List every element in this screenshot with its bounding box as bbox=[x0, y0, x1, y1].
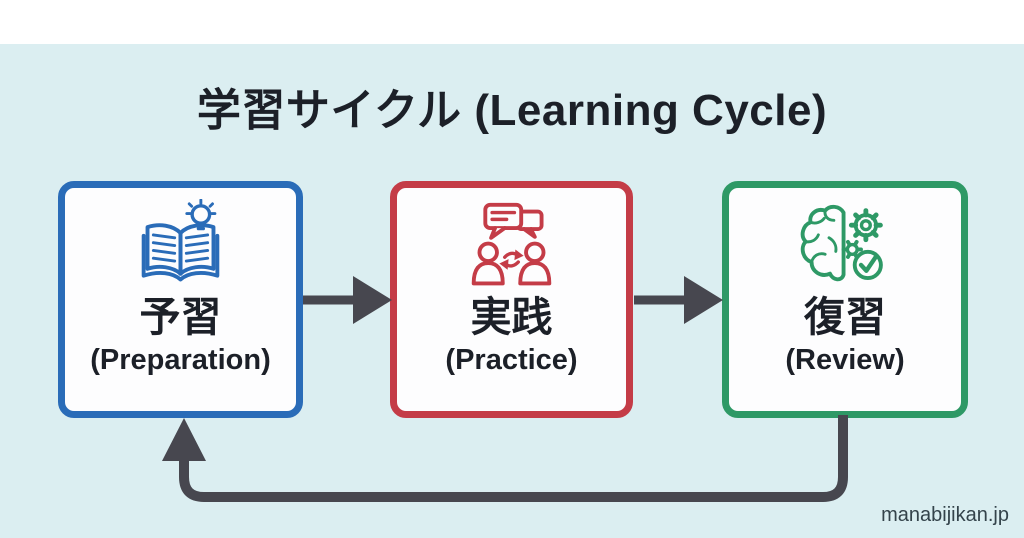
step-english-label: (Preparation) bbox=[90, 344, 271, 377]
page-title: 学習サイクル (Learning Cycle) bbox=[196, 86, 828, 135]
watermark-text: manabijikan.jp bbox=[881, 504, 1009, 526]
step-box-review: 復習 (Review) bbox=[722, 181, 968, 418]
step-english-label: (Review) bbox=[785, 344, 905, 377]
arrow-preparation-to-practice bbox=[301, 270, 393, 330]
discussion-swap-icon bbox=[463, 199, 560, 296]
book-lightbulb-icon bbox=[132, 199, 229, 296]
step-box-preparation: 予習 (Preparation) bbox=[58, 181, 303, 418]
step-box-practice: 実践 (Practice) bbox=[390, 181, 633, 418]
step-kanji-label: 復習 bbox=[804, 294, 886, 340]
step-english-label: (Practice) bbox=[445, 344, 578, 377]
arrow-practice-to-review bbox=[632, 270, 724, 330]
step-kanji-label: 予習 bbox=[139, 294, 222, 340]
step-kanji-label: 実践 bbox=[470, 294, 553, 340]
brain-gears-check-icon bbox=[797, 199, 894, 296]
